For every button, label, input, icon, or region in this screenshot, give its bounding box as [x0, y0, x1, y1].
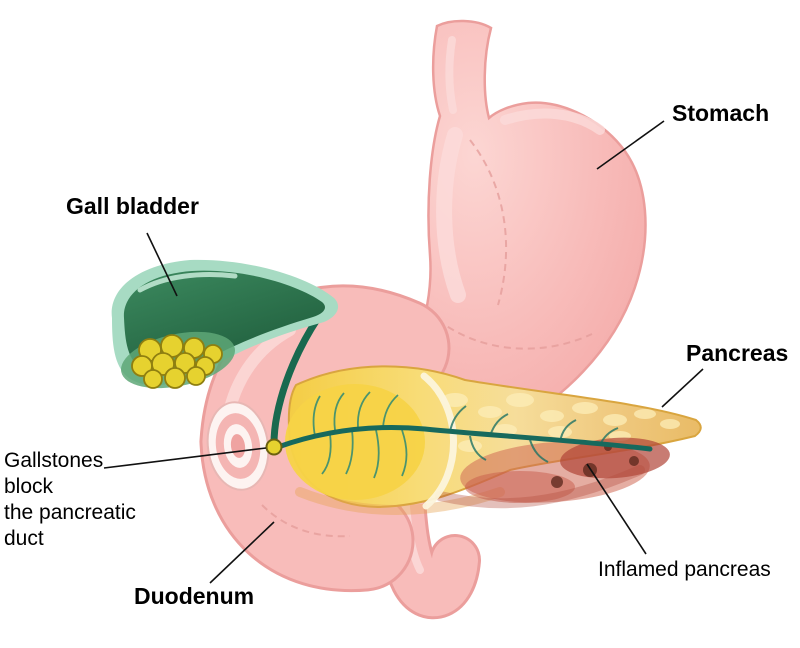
leader-gallstones [103, 447, 267, 469]
pancreatic-duct [275, 425, 653, 452]
duodenum-crease [261, 504, 351, 538]
stomach-crease-1 [469, 139, 508, 306]
leader-lines [103, 120, 704, 584]
leader-pancreas [661, 368, 704, 408]
label-pancreas: Pancreas [686, 340, 789, 366]
label-stomach: Stomach [672, 100, 770, 126]
leader-inflamed [586, 463, 647, 555]
label-inflamed-pancreas: Inflamed pancreas [598, 558, 771, 581]
leader-stomach [596, 120, 665, 170]
gall-bladder-highlight [137, 272, 238, 293]
pancreas-cut-rim [420, 372, 457, 510]
label-gallstones-note: Gallstones block the pancreatic duct [4, 449, 136, 551]
label-gall-bladder: Gall bladder [66, 193, 199, 219]
blocking-gallstone [265, 438, 283, 456]
duct-branches-head [312, 391, 408, 479]
stomach-highlight-left [436, 127, 466, 303]
leader-duodenum [209, 521, 275, 584]
gallstones-cluster [131, 334, 223, 389]
stomach-crease-2 [437, 319, 593, 350]
gall-bladder-shape [111, 259, 339, 389]
pancreas-shape [275, 365, 702, 515]
pancreas-head-cut [285, 384, 425, 500]
esophagus-highlight [445, 36, 457, 114]
stomach-highlight-fundus [500, 108, 605, 135]
pancreas-bottom-shade [295, 487, 505, 515]
label-duodenum: Duodenum [134, 583, 255, 609]
bile-duct [270, 314, 322, 448]
leader-gall-bladder [146, 232, 178, 297]
